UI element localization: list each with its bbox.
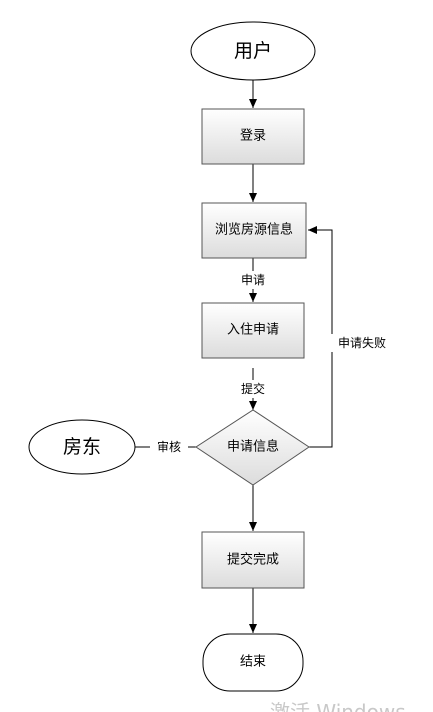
node-decision-label: 申请信息 [227, 439, 279, 455]
node-login-label: 登录 [240, 129, 266, 144]
node-apply-stay: 入住申请 [201, 302, 305, 359]
node-user-label: 用户 [234, 40, 272, 62]
edge-label-review: 审核 [157, 439, 181, 454]
node-browse-label: 浏览房源信息 [215, 222, 293, 238]
node-landlord-label: 房东 [63, 436, 101, 458]
node-login: 登录 [201, 108, 305, 165]
node-landlord: 房东 [28, 419, 136, 475]
node-browse: 浏览房源信息 [201, 202, 307, 259]
node-submit-done: 提交完成 [201, 531, 305, 589]
node-submit-done-label: 提交完成 [227, 552, 279, 568]
node-end: 结束 [202, 633, 304, 692]
node-end-label: 结束 [240, 655, 266, 670]
node-apply-stay-label: 入住申请 [227, 323, 279, 338]
activate-windows-watermark: 激活 Windows [270, 700, 406, 712]
node-user: 用户 [190, 21, 316, 81]
arrow-failed-loop [308, 226, 333, 448]
node-decision: 申请信息 [195, 409, 310, 486]
edge-label-submit: 提交 [241, 381, 265, 396]
edge-label-apply: 申请 [241, 273, 265, 287]
edge-label-apply-failed: 申请失败 [338, 335, 386, 350]
